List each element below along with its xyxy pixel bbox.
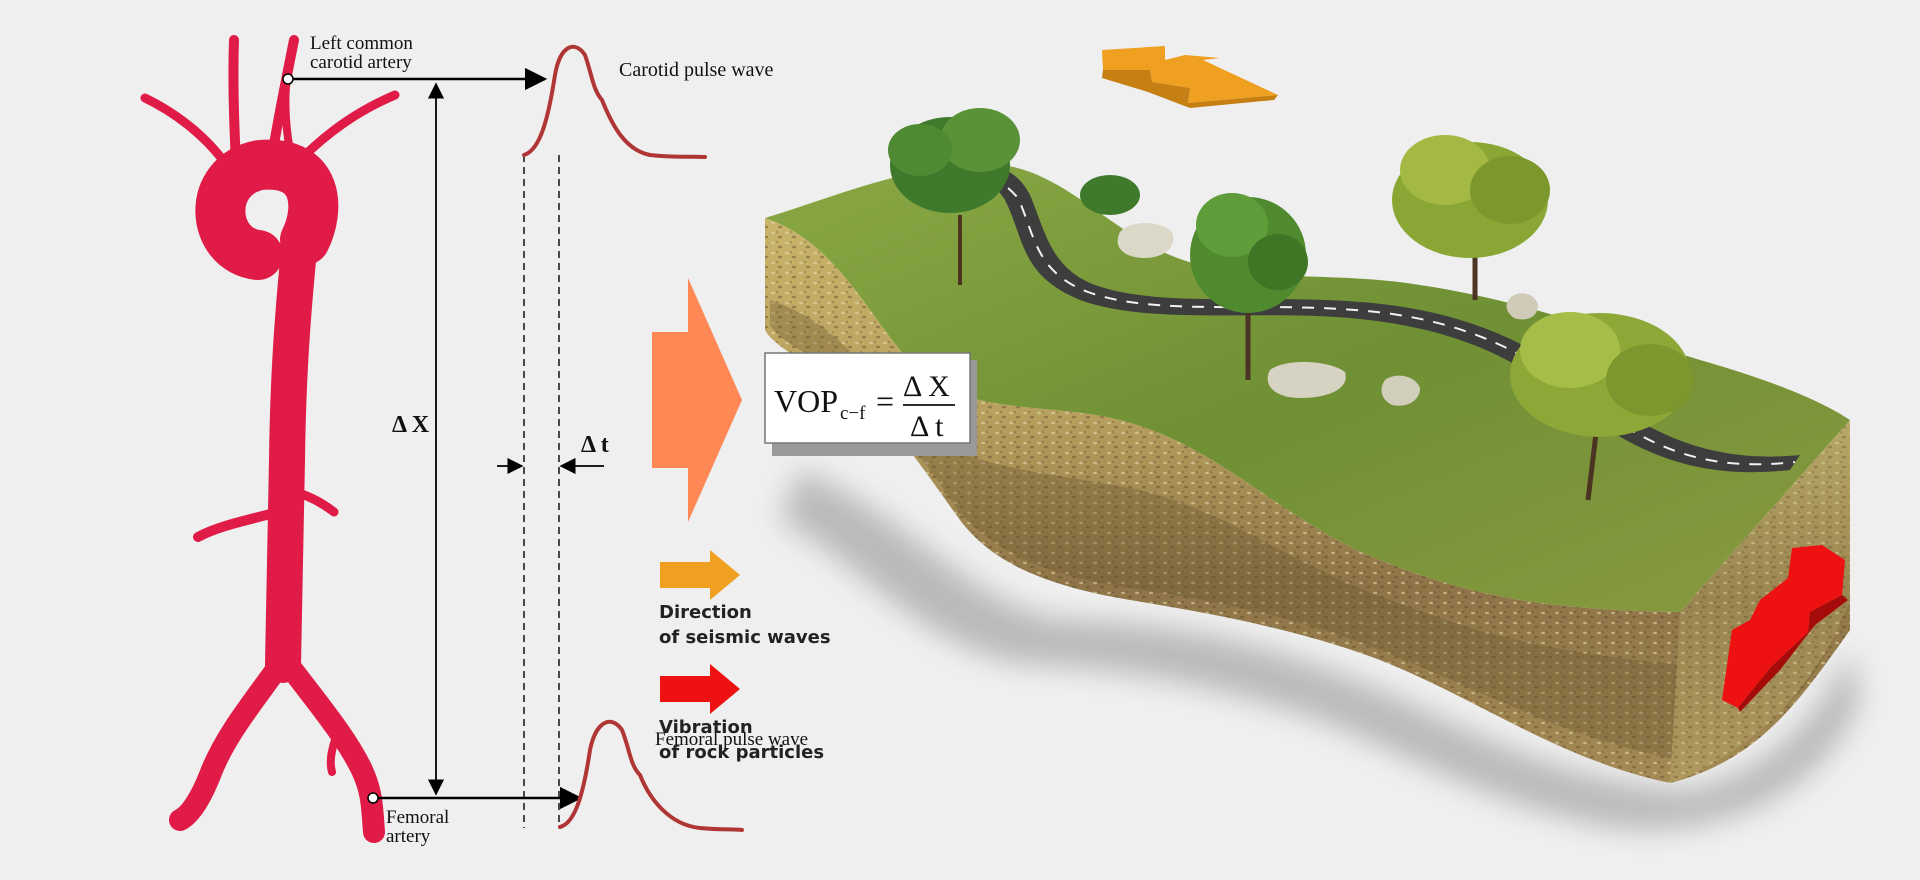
tree-2 [1190,193,1308,380]
legend-vibration-arrow [660,664,740,714]
aorta-illustration [140,35,400,843]
carotid-point [282,73,294,85]
femoral-pulse-wave-label: Femoral pulse wave [655,729,808,750]
legend-seismic-arrow [660,550,740,600]
formula-equals: = [876,383,894,419]
terrain-block [765,108,1860,830]
carotid-pulse-wave-label: Carotid pulse wave [619,59,774,81]
femoral-point [367,792,379,804]
vibration-arrow [1722,545,1845,708]
tree-1 [888,108,1020,285]
seismic-wave-arrow-shade [1102,70,1278,108]
legend-vibration-line1: Vibration [659,717,753,738]
transition-arrow [652,278,742,522]
carotid-pulse-wave [522,44,707,159]
formula-box: VOP c−f = Δ X Δ t [764,352,977,456]
seismic-wave-arrow [1102,46,1278,103]
femoral-pulse-wave [558,719,744,832]
femoral-artery-label-line2: artery [386,826,431,847]
delta-x-label: Δ X [392,412,430,438]
legend-vibration-line2: of rock particles [659,742,824,763]
formula-lhs: VOP [774,383,838,419]
carotid-artery-label-line2: carotid artery [310,52,412,73]
formula-subscript: c−f [840,403,866,424]
tree-3 [1392,135,1550,300]
legend-seismic-line2: of seismic waves [659,627,831,648]
formula-denominator: Δ t [910,410,944,443]
formula-numerator: Δ X [903,370,950,403]
tree-4 [1510,312,1694,501]
legend-seismic-line1: Direction [659,602,752,623]
grass-bush [1080,175,1140,215]
delta-t-label: Δ t [581,432,609,458]
femoral-artery-label-line1: Femoral [386,807,449,828]
carotid-artery-label-line1: Left common [310,33,413,54]
vibration-arrow-shade [1738,595,1848,712]
